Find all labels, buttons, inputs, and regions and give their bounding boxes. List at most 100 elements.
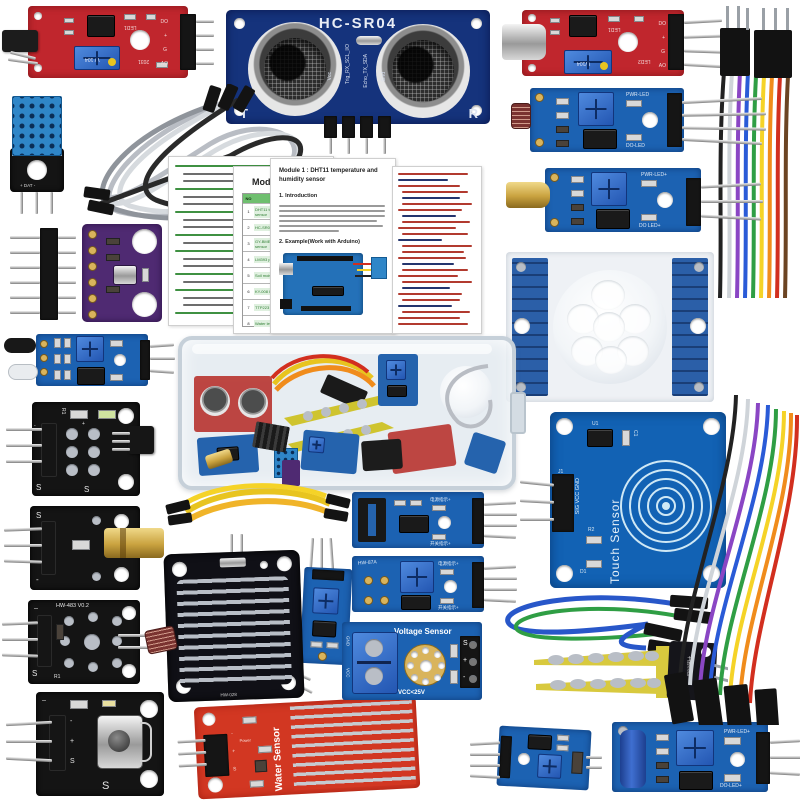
- voltage-title: Voltage Sensor: [394, 627, 452, 636]
- hw87a-title: HW-87A: [357, 559, 377, 567]
- hall-transistor: [128, 426, 154, 454]
- dome-facet: [593, 312, 625, 342]
- lm393-chip: [597, 210, 629, 228]
- ic-chip: [570, 16, 596, 36]
- ir-led-clear: [8, 364, 38, 380]
- receiver-dome: [108, 730, 130, 752]
- transducer-right: [376, 24, 470, 118]
- s-label: S: [36, 511, 42, 520]
- code-line: [398, 227, 456, 229]
- pin-connector: [472, 498, 484, 544]
- smd-resistor: [124, 14, 136, 20]
- pir-motion-sensor: [506, 252, 714, 402]
- pin: [35, 192, 38, 214]
- pin: [6, 740, 52, 743]
- solder-pad: [92, 572, 101, 581]
- pin: [10, 311, 40, 314]
- mount-hole: [118, 474, 134, 490]
- smd-resistor: [550, 18, 560, 23]
- pin: [196, 20, 214, 23]
- do-led-label: DO LED+: [639, 223, 661, 229]
- ring: [629, 469, 703, 543]
- ring-hole: [420, 660, 432, 672]
- mount-hole: [703, 418, 720, 435]
- ldr-component: [511, 103, 531, 129]
- toc-line: [175, 312, 271, 314]
- mount-hole: [528, 14, 536, 22]
- pin-label-ao: AO: [160, 61, 168, 67]
- ir-receiver-component: [98, 716, 142, 768]
- led1-label: LED1: [608, 26, 621, 32]
- s-label: S: [32, 669, 38, 678]
- ribbon-wires: [678, 395, 800, 704]
- ring-hole: [422, 647, 429, 654]
- c1-label: C1: [632, 430, 638, 437]
- j1-label: J1: [558, 469, 564, 475]
- body-line: [279, 215, 385, 217]
- pin-label-g: G: [661, 49, 665, 55]
- mount-hole: [550, 218, 559, 227]
- mount-hole: [132, 229, 157, 254]
- mount-hole: [122, 606, 136, 620]
- pin: [10, 296, 40, 299]
- smd-resistor: [56, 624, 64, 640]
- screw: [694, 382, 704, 392]
- pwr-led-label: PWR-LED: [626, 92, 650, 98]
- code-line: [402, 269, 468, 271]
- pin-connector: [140, 340, 150, 380]
- mount-hole: [202, 712, 216, 727]
- pin: [586, 766, 602, 769]
- jumper-connector: [83, 84, 255, 216]
- r2-label: R2: [588, 527, 595, 533]
- box-item-black-module: [361, 438, 403, 472]
- box-item-blue-small: [463, 431, 507, 475]
- smd-resistor: [70, 700, 88, 709]
- mount-hole: [171, 561, 188, 578]
- solder-pad: [66, 464, 78, 476]
- pin: [58, 281, 76, 284]
- small-bottom-board: [496, 725, 592, 791]
- pin: [586, 756, 602, 759]
- mount-hole: [556, 565, 573, 582]
- plus-label: +: [82, 421, 85, 427]
- pin: [58, 236, 76, 239]
- code-line: [398, 293, 462, 295]
- toc-line: [183, 173, 279, 175]
- mcu-chip: [313, 287, 343, 295]
- center-hole: [642, 112, 658, 128]
- ic-chip: [528, 735, 552, 750]
- do-led: [432, 534, 446, 540]
- pin-hole: [88, 278, 97, 287]
- doc-module1-page: Module 1 : DHT11 temperature and humidit…: [270, 158, 396, 334]
- smd-resistor: [54, 338, 61, 348]
- u1-label: U1: [592, 421, 599, 427]
- voltage-board: Voltage Sensor GND VCC VCC<25V: [342, 622, 482, 700]
- smd-resistor: [450, 644, 458, 658]
- water-board: - + S Power Water Sensor: [193, 695, 421, 800]
- dome-facet: [595, 346, 627, 374]
- interrupter-board: 电源指示+ 开关指示+ AO DO GND VCC: [352, 492, 484, 548]
- laser-head: [104, 528, 164, 558]
- pin-label-plus: +: [164, 33, 167, 39]
- smd-resistor: [556, 112, 569, 119]
- pin-connector: [203, 733, 230, 778]
- code-line: [402, 191, 468, 193]
- hall-leg: [112, 440, 130, 443]
- smd-resistor: [310, 641, 323, 648]
- pin: [483, 501, 517, 506]
- mount-hole: [34, 64, 42, 72]
- smd-resistor: [64, 354, 71, 364]
- box-latch: [510, 392, 526, 434]
- code-line: [402, 245, 472, 247]
- header-strip: [301, 306, 351, 311]
- pin: [700, 182, 762, 189]
- i-label: I: [40, 700, 46, 702]
- pin-socket: [378, 116, 391, 138]
- smd-resistor: [656, 748, 669, 755]
- r2-smd: [586, 536, 602, 544]
- water-traces: [289, 700, 417, 791]
- code-line: [398, 257, 466, 259]
- toc-line: [175, 188, 287, 190]
- code-line: [402, 233, 468, 235]
- smd-resistor: [556, 98, 569, 105]
